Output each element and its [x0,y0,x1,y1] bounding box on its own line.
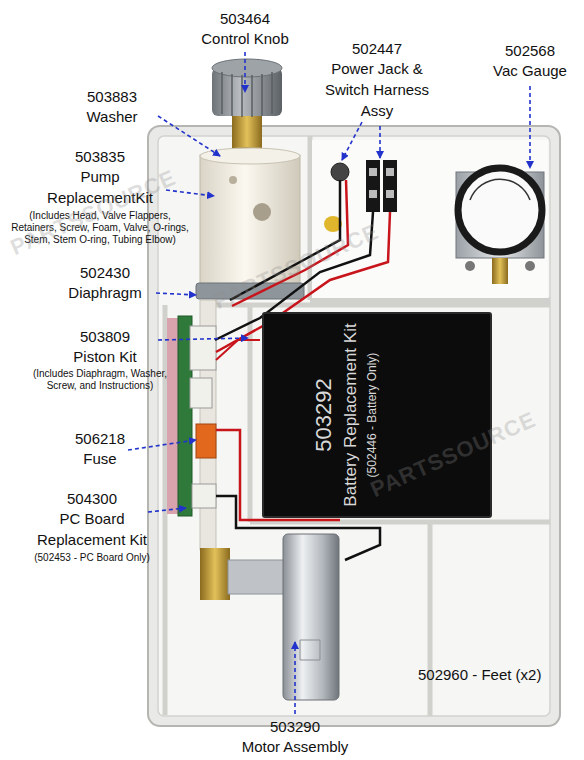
part-number: 503292 [309,312,339,518]
callout-number: 502568 [475,40,584,61]
kit-contents-note: (Includes Diaphragm, Washer, Screw, and … [30,368,170,392]
part-name: Power Jack & Switch Harness Assy [318,58,436,121]
callout-number: 503883 [52,86,172,107]
part-name: 502960 - Feet (x2) [418,664,578,685]
callout-number: 503835 [35,146,165,167]
part-name: Vac Gauge [475,60,584,81]
callout-number: 502447 [318,38,436,59]
callout-number: 503809 [50,326,160,347]
part-name: Motor Assembly [220,736,370,757]
part-name: Battery Replacement Kit [339,312,363,518]
kit-contents-note: (502453 - PC Board Only) [7,552,177,564]
callout-number: 506218 [45,428,155,449]
callout-number: 504300 [27,488,157,509]
part-name: PC Board Replacement Kit [27,508,157,550]
part-name: Control Knob [170,28,320,49]
part-name: Fuse [45,448,155,469]
part-name: Diaphragm [50,282,160,303]
callout-number: 503290 [220,716,370,737]
callout-number: 502430 [50,262,160,283]
callout-number: 503464 [170,8,320,29]
part-name: Washer [52,106,172,127]
part-name: Piston Kit [50,346,160,367]
